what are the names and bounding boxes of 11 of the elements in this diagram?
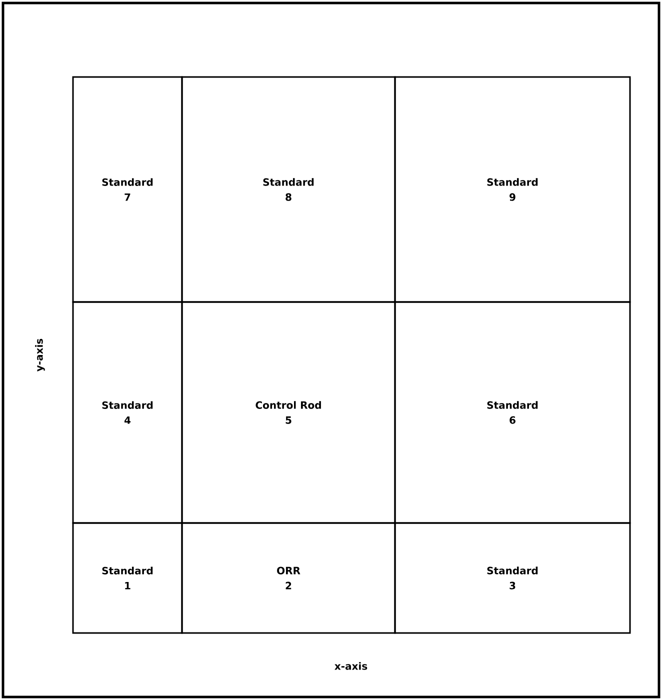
grid-cell: Standard 9 bbox=[394, 76, 631, 303]
grid-cell: Standard 6 bbox=[394, 301, 631, 524]
grid-cell: Standard 3 bbox=[394, 522, 631, 634]
axis-label: x-axis bbox=[334, 662, 368, 670]
axis-label: y-axis bbox=[35, 338, 45, 372]
grid-cell: ORR 2 bbox=[181, 522, 396, 634]
grid-cell: Standard 7 bbox=[72, 76, 183, 303]
grid-cell: Control Rod 5 bbox=[181, 301, 396, 524]
grid-cell: Standard 4 bbox=[72, 301, 183, 524]
grid-cell: Standard 1 bbox=[72, 522, 183, 634]
grid-cell: Standard 8 bbox=[181, 76, 396, 303]
